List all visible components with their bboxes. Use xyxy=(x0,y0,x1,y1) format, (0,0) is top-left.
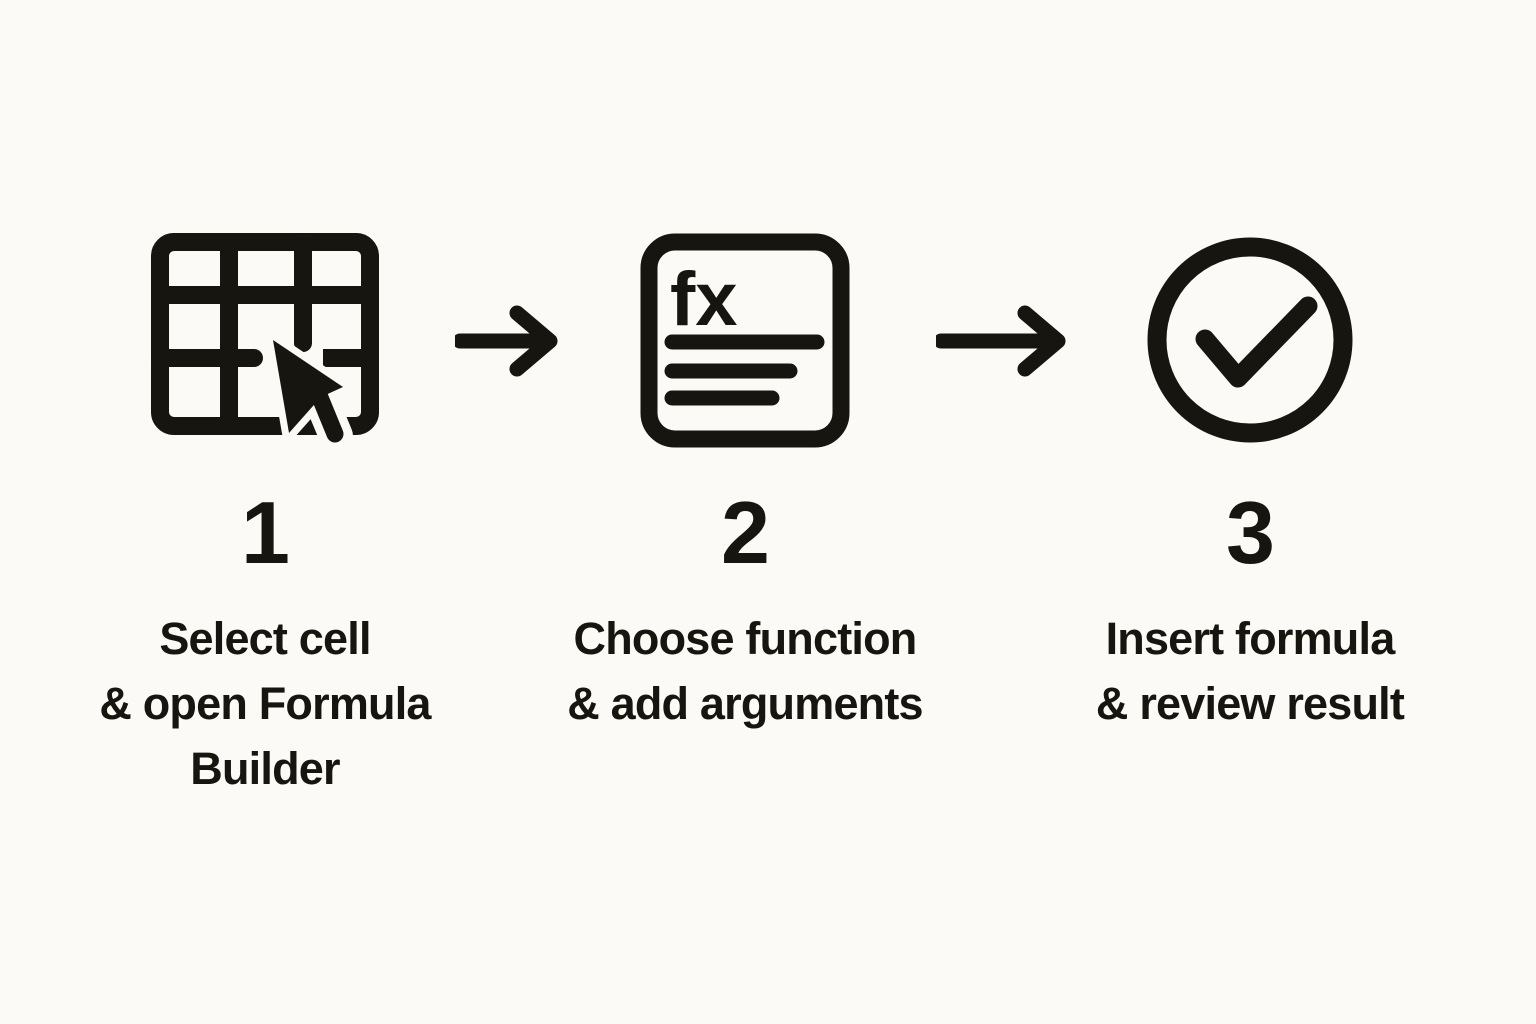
step-2-caption: Choose function & add arguments xyxy=(567,613,923,729)
step-1: 1 Select cell & open Formula Builder xyxy=(30,225,500,801)
right-arrow-icon xyxy=(936,305,1066,377)
fx-label: fx xyxy=(670,257,738,342)
step-3-caption: Insert formula & review result xyxy=(1095,613,1405,729)
step-3-number: 3 xyxy=(1226,483,1275,582)
step-2-number: 2 xyxy=(721,483,770,582)
step-3-icon-box xyxy=(1020,225,1480,455)
table-with-cursor-icon xyxy=(151,232,379,453)
step-3: 3 Insert formula & review result xyxy=(1020,225,1480,737)
step-2-icon-box: fx xyxy=(510,225,980,455)
step-1-number: 1 xyxy=(241,483,290,582)
fx-document-icon: fx xyxy=(640,233,850,447)
right-arrow-icon xyxy=(455,305,558,377)
check-circle-icon xyxy=(1147,237,1353,443)
step-2: fx 2 Choose function & add arguments xyxy=(510,225,980,737)
cursor-arrow-icon xyxy=(266,332,353,453)
step-1-icon-box xyxy=(30,225,500,455)
step-1-caption: Select cell & open Formula Builder xyxy=(99,613,431,794)
